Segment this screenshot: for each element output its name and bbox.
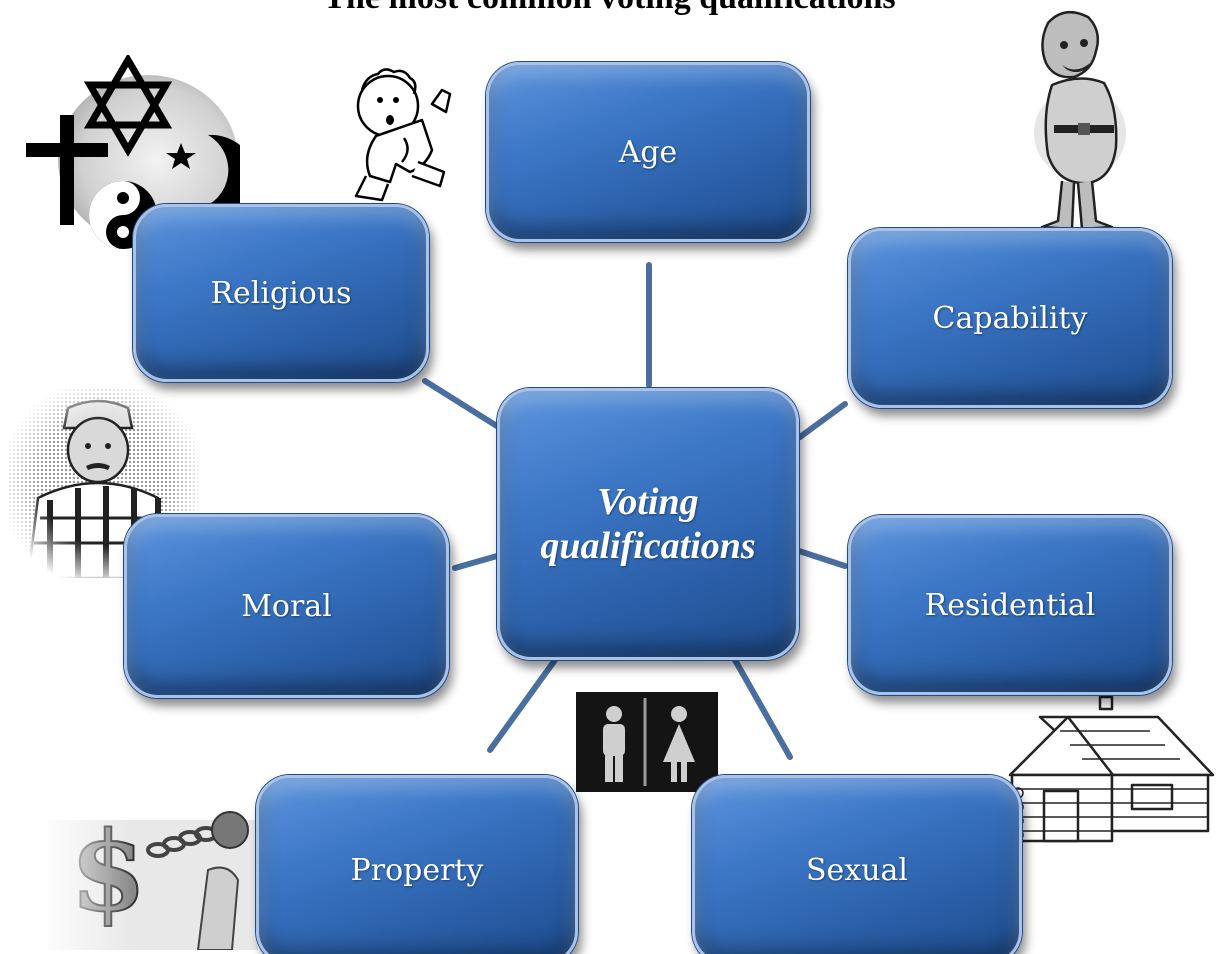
node-property-label: Property xyxy=(350,852,484,888)
node-moral-label: Moral xyxy=(241,588,332,624)
straitjacket-man-icon xyxy=(1034,10,1126,231)
money-chain-icon: $ xyxy=(48,806,258,950)
connector-property xyxy=(487,657,558,753)
node-sexual-label: Sexual xyxy=(805,852,909,888)
connector-religious xyxy=(422,378,503,431)
node-age-label: Age xyxy=(618,134,678,170)
connector-capability xyxy=(797,401,848,440)
node-religious-label: Religious xyxy=(210,275,352,311)
node-religious: Religious xyxy=(133,204,429,382)
node-residential-label: Residential xyxy=(924,587,1096,623)
node-residential: Residential xyxy=(848,515,1172,695)
connector-moral xyxy=(452,553,500,571)
node-moral: Moral xyxy=(124,514,449,698)
child-icon xyxy=(354,68,452,202)
node-capability: Capability xyxy=(848,228,1172,408)
node-center: Voting qualifications xyxy=(497,388,799,660)
log-house-icon xyxy=(1008,695,1215,843)
center-label: Voting qualifications xyxy=(540,481,756,567)
node-capability-label: Capability xyxy=(932,300,1088,336)
node-age: Age xyxy=(486,62,810,242)
religious-symbols-icon xyxy=(26,55,240,249)
page-title: The most common voting qualifications xyxy=(0,0,1219,18)
connector-residential xyxy=(796,548,848,569)
node-sexual: Sexual xyxy=(692,775,1022,954)
gender-sign-icon xyxy=(576,692,718,792)
node-property: Property xyxy=(256,775,578,954)
connector-sexual xyxy=(732,657,793,760)
